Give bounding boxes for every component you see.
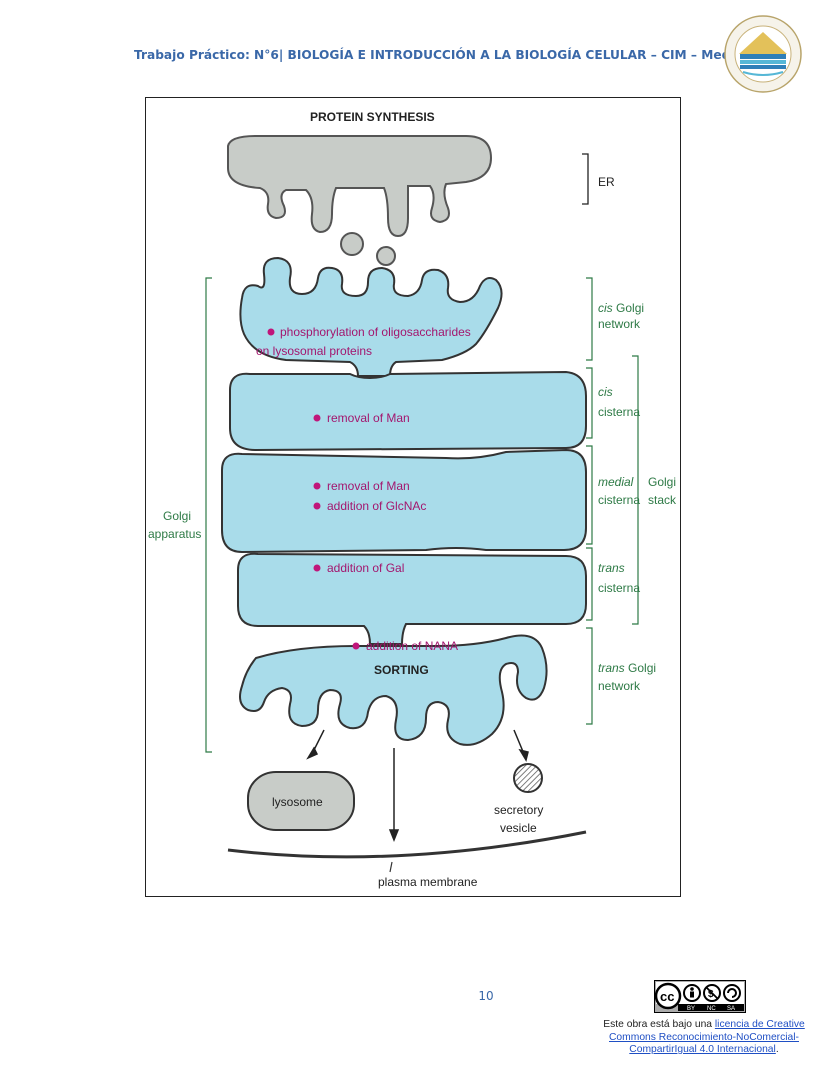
er-label: ER	[598, 175, 615, 189]
protein-synthesis-title: PROTEIN SYNTHESIS	[310, 110, 435, 124]
secretory-vesicle-label-1: secretory	[494, 803, 543, 817]
medial-removal-label: removal of Man	[327, 479, 410, 493]
svg-text:NC: NC	[707, 1006, 716, 1012]
golgi-stack-label-1: Golgi	[648, 475, 676, 489]
sorting-arrows	[306, 729, 529, 843]
cis-cisterna-shape	[229, 370, 587, 452]
cis-removal-label: removal of Man	[327, 411, 410, 425]
golgi-figure: PROTEIN SYNTHESIS ER cis Golgi network c…	[145, 97, 681, 897]
medial-cisterna-shape	[221, 448, 587, 554]
trans-network-label-2: network	[598, 679, 641, 693]
cis-cisterna-label-1: cis	[598, 385, 613, 399]
cis-network-label-2: network	[598, 317, 641, 331]
golgi-apparatus-label-2: apparatus	[148, 527, 201, 541]
nana-addition-label: addition of NANA	[366, 639, 458, 653]
phosphorylation-label-1: phosphorylation of oligosaccharides	[280, 325, 471, 339]
page-header-title: Trabajo Práctico: N°6| BIOLOGÍA E INTROD…	[134, 48, 763, 62]
svg-text:BY: BY	[687, 1006, 695, 1012]
cis-golgi-network-shape	[239, 256, 503, 377]
sorting-label: SORTING	[374, 663, 429, 677]
license-prefix: Este obra está bajo una	[603, 1019, 715, 1030]
plasma-membrane-label: plasma membrane	[378, 875, 478, 889]
medial-cisterna-label-2: cisterna	[598, 493, 640, 507]
golgi-apparatus-label-1: Golgi	[163, 509, 191, 523]
cc-by-nc-sa-badge[interactable]: cc $ BY NC SA	[654, 980, 746, 1013]
er-bracket	[582, 153, 589, 205]
golgi-diagram: PROTEIN SYNTHESIS ER cis Golgi network c…	[148, 110, 677, 889]
secretory-vesicle-shape	[513, 763, 543, 793]
phosphorylation-label-2: on lysosomal proteins	[256, 344, 372, 358]
trans-cisterna-label-2: cisterna	[598, 581, 640, 595]
svg-text:SA: SA	[727, 1006, 735, 1012]
secretory-vesicle-label-2: vesicle	[500, 821, 537, 835]
page-number: 10	[478, 989, 494, 1003]
er-shape	[227, 135, 493, 266]
trans-cisterna-label-1: trans	[598, 561, 625, 575]
lysosome-label: lysosome	[272, 795, 323, 809]
golgi-stack-label-2: stack	[648, 493, 677, 507]
event-dots	[267, 328, 360, 650]
trans-network-label-1: trans Golgi	[598, 661, 656, 675]
license-suffix: .	[775, 1044, 779, 1055]
svg-text:cc: cc	[660, 989, 674, 1004]
lysosome-shape	[247, 771, 355, 831]
trans-cisterna-shape	[237, 552, 587, 645]
trans-golgi-network-shape	[239, 634, 548, 746]
university-seal-logo	[724, 15, 802, 93]
medial-cisterna-label-1: medial	[598, 475, 634, 489]
trans-addition-label: addition of Gal	[327, 561, 404, 575]
region-brackets	[205, 277, 639, 753]
cis-cisterna-label-2: cisterna	[598, 405, 640, 419]
license-notice: Este obra está bajo una licencia de Crea…	[588, 1019, 820, 1057]
plasma-membrane-line	[227, 830, 587, 859]
cis-network-label-1: cis Golgi	[598, 301, 644, 315]
svg-text:$: $	[708, 989, 714, 1000]
license-link[interactable]: licencia de Creative Commons Reconocimie…	[609, 1019, 805, 1055]
medial-addition-label: addition of GlcNAc	[327, 499, 426, 513]
